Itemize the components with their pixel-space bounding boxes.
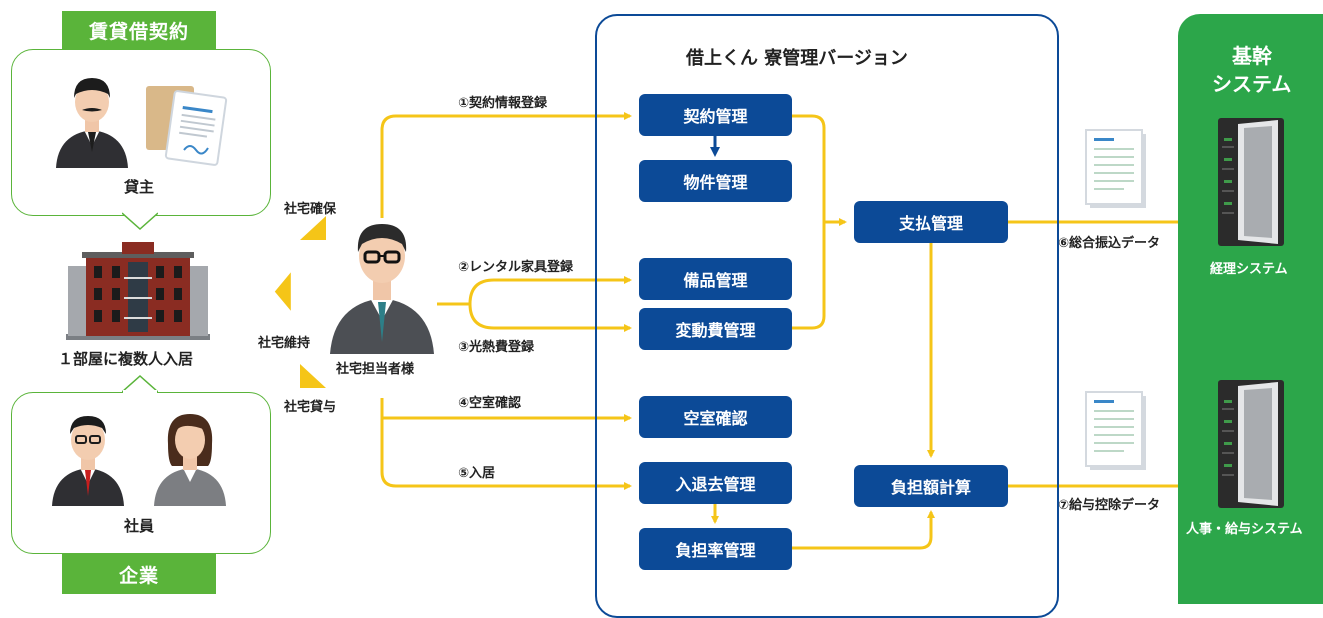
male-employee-avatar xyxy=(52,416,124,506)
core-title-line1: 基幹 xyxy=(1232,44,1272,68)
building-label: １部屋に複数人入居 xyxy=(58,350,194,368)
maintain-label: 社宅維持 xyxy=(258,336,311,351)
box-burden-rate-management[interactable]: 負担率管理 xyxy=(639,528,792,570)
flow1-arrow xyxy=(380,112,632,218)
company-tab: 企業 xyxy=(62,554,216,594)
document-icon-accounting xyxy=(1085,129,1146,208)
connector-layer xyxy=(274,112,1208,550)
flow3-label: ③光熱費登録 xyxy=(458,340,535,355)
lessor-avatar xyxy=(56,78,128,168)
flow5-arrow xyxy=(380,418,632,490)
housing-manager-avatar xyxy=(330,224,434,354)
box-variable-cost-management[interactable]: 変動費管理 xyxy=(639,308,792,350)
box-payment-management[interactable]: 支払管理 xyxy=(854,201,1008,243)
flow2-label: ②レンタル家具登録 xyxy=(458,260,574,275)
box-equipment-management[interactable]: 備品管理 xyxy=(639,258,792,300)
box-property-management[interactable]: 物件管理 xyxy=(639,160,792,202)
rate-to-calc xyxy=(792,510,935,550)
flow7-label: ⑦給与控除データ xyxy=(1058,498,1161,513)
secure-triangle xyxy=(300,216,326,240)
flow2-arrow xyxy=(468,276,632,305)
female-employee-avatar xyxy=(154,414,226,506)
box-move-in-out-management[interactable]: 入退去管理 xyxy=(639,462,792,504)
building-icon xyxy=(66,242,210,340)
hr-server-icon xyxy=(1218,380,1284,508)
lend-triangle xyxy=(300,364,326,388)
flow1-label: ①契約情報登録 xyxy=(458,96,548,111)
box-vacancy-check[interactable]: 空室確認 xyxy=(639,396,792,438)
core-system-panel xyxy=(1178,14,1323,604)
lessor-bubble xyxy=(11,49,271,216)
lessor-bubble-tail xyxy=(122,212,158,231)
flow4-label: ④空室確認 xyxy=(458,396,522,411)
maintain-triangle xyxy=(274,272,291,311)
box-burden-calculation[interactable]: 負担額計算 xyxy=(854,465,1008,507)
core-title-line2: システム xyxy=(1212,72,1292,96)
documents-icon xyxy=(146,86,228,166)
app-title: 借上くん 寮管理バージョン xyxy=(686,48,908,69)
lend-label: 社宅貸与 xyxy=(284,400,337,415)
flow6-label: ⑥総合振込データ xyxy=(1058,236,1161,251)
hr-payroll-system-label: 人事・給与システム xyxy=(1186,522,1303,537)
flow5-label: ⑤入居 xyxy=(458,466,496,481)
secure-label: 社宅確保 xyxy=(284,202,337,217)
housing-manager-label: 社宅担当者様 xyxy=(336,362,415,377)
box-contract-management[interactable]: 契約管理 xyxy=(639,94,792,136)
flow3-arrow xyxy=(468,303,632,332)
company-bubble xyxy=(11,392,271,554)
lease-tab: 賃貸借契約 xyxy=(62,11,216,49)
company-bubble-tail-cover xyxy=(123,390,157,396)
employee-label: 社員 xyxy=(124,517,155,535)
document-icon-hr xyxy=(1085,391,1146,470)
company-bubble-tail xyxy=(122,374,158,393)
accounting-system-label: 経理システム xyxy=(1210,262,1288,277)
accounting-server-icon xyxy=(1218,118,1284,246)
lessor-label: 貸主 xyxy=(124,178,155,196)
